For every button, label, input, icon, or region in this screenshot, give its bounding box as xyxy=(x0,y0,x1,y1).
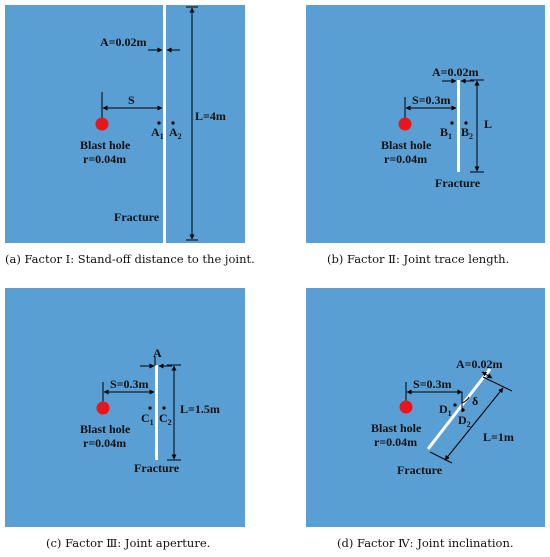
panel-c: A S=0.3m L=1.5m Blast hole r=0.04m C1 C2… xyxy=(5,288,245,527)
panel-b-fracture-label: Fracture xyxy=(435,176,481,190)
panel-d-point-2 xyxy=(461,408,465,412)
panel-c-point-1 xyxy=(148,406,152,410)
panel-a-fracture xyxy=(163,5,166,243)
panel-d-fracture-label: Fracture xyxy=(397,463,443,477)
panel-a-point-1 xyxy=(157,121,161,125)
panel-d-length-tick-bottom xyxy=(429,451,453,464)
panel-d-angle-label: δ xyxy=(472,394,478,408)
panel-d-caption: (d) Factor Ⅳ: Joint inclination. xyxy=(337,536,514,550)
panel-c-aperture-label: A xyxy=(153,346,162,360)
panel-d-hole-label: Blast hole xyxy=(371,421,422,435)
panel-a-radius-label: r=0.04m xyxy=(83,152,126,166)
panel-b-point-2 xyxy=(464,121,468,125)
panel-a-standoff-label: S xyxy=(128,93,135,107)
panel-c-fracture-label: Fracture xyxy=(134,461,180,475)
panel-a-point-1-label: A1 xyxy=(151,125,164,141)
panel-c-point-1-label: C1 xyxy=(141,411,154,427)
panel-b-aperture-label: A=0.02m xyxy=(432,65,479,79)
panel-d-aperture-label: A=0.02m xyxy=(456,357,503,371)
panel-b-length-label: L xyxy=(484,117,492,131)
panel-d-aperture-arrow xyxy=(481,371,493,379)
panel-a: A=0.02m S L=4m Blast hole r=0.04m A1 A2 … xyxy=(5,5,245,243)
panel-c-fracture xyxy=(155,365,158,460)
panel-b-background xyxy=(306,5,545,243)
panel-c-hole-label: Blast hole xyxy=(80,422,131,436)
panel-d-background xyxy=(306,288,545,527)
panel-a-fracture-label: Fracture xyxy=(114,210,160,224)
panel-c-radius-label: r=0.04m xyxy=(83,436,126,450)
panel-a-caption: (a) Factor Ⅰ: Stand-off distance to the … xyxy=(5,252,255,266)
panel-b: A=0.02m S=0.3m L Blast hole r=0.04m B1 B… xyxy=(306,5,545,243)
panel-b-point-1-label: B1 xyxy=(440,125,452,141)
panel-a-point-2 xyxy=(171,121,175,125)
panel-c-point-2-label: C2 xyxy=(159,411,172,427)
panel-b-standoff-label: S=0.3m xyxy=(412,93,451,107)
panel-c-caption: (c) Factor Ⅲ: Joint aperture. xyxy=(46,536,210,550)
panel-a-point-2-label: A2 xyxy=(169,125,182,141)
panel-d: L=1m A=0.02m S=0.3m δ Blast hole r=0.04m… xyxy=(306,288,545,527)
panel-d-standoff-label: S=0.3m xyxy=(413,377,452,391)
panel-d-radius-label: r=0.04m xyxy=(374,435,417,449)
panel-c-blast-hole xyxy=(96,401,110,415)
panel-a-hole-label: Blast hole xyxy=(80,138,131,152)
panel-c-length-label: L=1.5m xyxy=(180,402,220,416)
panel-d-length-label: L=1m xyxy=(483,430,514,444)
panel-c-background xyxy=(5,288,245,527)
panel-a-length-label: L=4m xyxy=(195,109,226,123)
panel-d-point-1 xyxy=(453,403,457,407)
panel-d-blast-hole xyxy=(399,400,413,414)
panel-c-standoff-label: S=0.3m xyxy=(110,377,149,391)
panel-b-point-2-label: B2 xyxy=(461,125,473,141)
panel-b-caption: (b) Factor Ⅱ: Joint trace length. xyxy=(327,252,509,266)
panel-d-point-2-label: D2 xyxy=(458,413,471,429)
panel-b-radius-label: r=0.04m xyxy=(384,152,427,166)
panel-d-length-arrow xyxy=(444,387,504,461)
panel-d-angle-arc xyxy=(461,396,470,404)
panel-a-aperture-label: A=0.02m xyxy=(100,35,147,49)
panel-b-fracture xyxy=(457,80,460,172)
panel-d-point-1-label: D1 xyxy=(439,402,452,418)
panel-d-length-tick-top xyxy=(482,376,513,392)
panel-b-blast-hole xyxy=(398,117,412,131)
panel-a-background xyxy=(5,5,245,243)
panel-c-point-2 xyxy=(162,406,166,410)
panel-a-blast-hole xyxy=(95,117,109,131)
panel-b-point-1 xyxy=(450,121,454,125)
panel-b-hole-label: Blast hole xyxy=(381,138,432,152)
